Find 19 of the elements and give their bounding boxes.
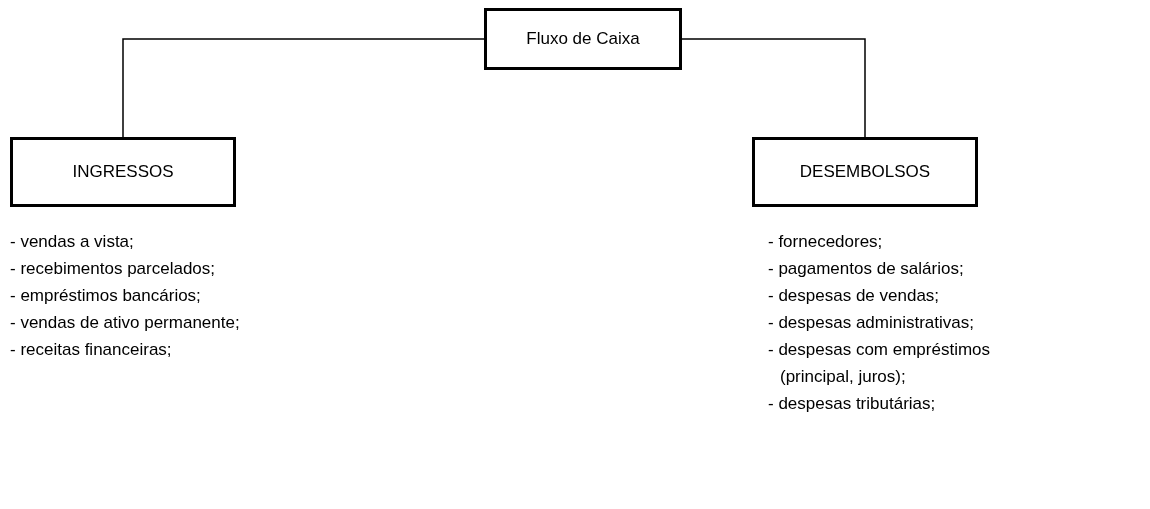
box-title: Fluxo de Caixa bbox=[526, 28, 640, 51]
connector-line bbox=[681, 38, 866, 138]
box-title: DESEMBOLSOS bbox=[799, 161, 931, 184]
list-item: - pagamentos de salários; bbox=[768, 258, 965, 280]
category-box bbox=[10, 137, 236, 207]
list-item: - empréstimos bancários; bbox=[10, 285, 202, 307]
list-item: - receitas financeiras; bbox=[10, 339, 173, 361]
list-item: - despesas tributárias; bbox=[768, 393, 937, 415]
category-box bbox=[752, 137, 978, 207]
list-item: - despesas com empréstimos (principal, juros); bbox=[768, 339, 992, 388]
category-box bbox=[484, 8, 682, 70]
list-item: - despesas administrativas; bbox=[768, 312, 975, 334]
list-item: - fornecedores; bbox=[768, 231, 884, 253]
list-item: - despesas de vendas; bbox=[768, 285, 941, 307]
list-item: - vendas de ativo permanente; bbox=[10, 312, 241, 334]
connector-line bbox=[122, 38, 485, 138]
list-item: - recebimentos parcelados; bbox=[10, 258, 217, 280]
box-title: INGRESSOS bbox=[72, 161, 174, 184]
list-item: - vendas a vista; bbox=[10, 231, 135, 253]
